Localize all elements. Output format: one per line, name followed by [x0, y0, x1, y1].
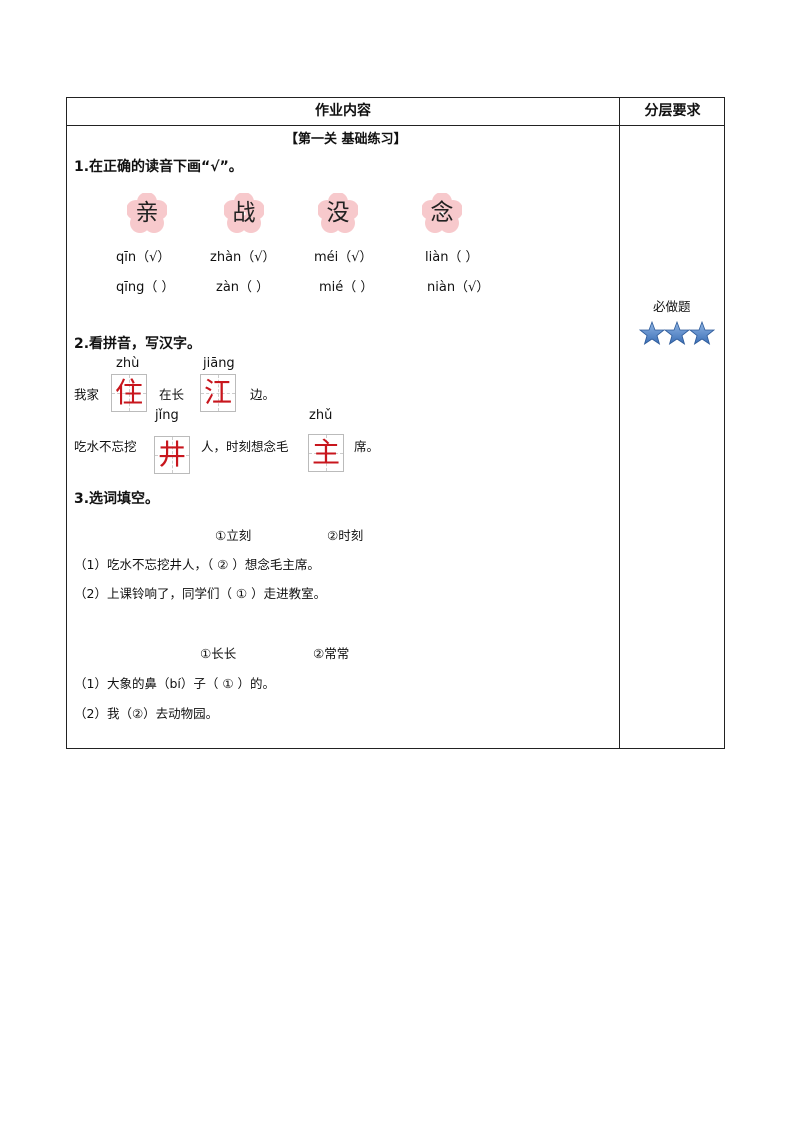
- q1-option: niàn（√）: [427, 280, 490, 295]
- q1-char: 亲: [135, 200, 159, 226]
- flower-char-1: 亲: [127, 193, 167, 233]
- q1-option: qīn（√）: [116, 250, 171, 265]
- q3-sentence: （1）吃水不忘挖井人，（ ② ）想念毛主席。: [74, 557, 320, 572]
- section-title: 【第一关 基础练习】: [285, 132, 407, 147]
- flower-icon: [422, 193, 462, 233]
- star-rating-icon: [639, 321, 715, 345]
- header-level: 分层要求: [644, 103, 701, 119]
- homework-table: 作业内容 分层要求 【第一关 基础练习】 1.在正确的读音下画“√”。 亲 战 …: [66, 97, 725, 749]
- answer-char: 住: [114, 376, 143, 409]
- q1-option: liàn（ ）: [425, 250, 479, 265]
- flower-char-4: 念: [422, 193, 462, 233]
- q2-text: 吃水不忘挖: [74, 439, 137, 454]
- q3-sentence: （1）大象的鼻（bí）子（ ① ）的。: [74, 676, 276, 691]
- q2-text: 席。: [354, 439, 380, 454]
- flower-char-3: 没: [318, 193, 358, 233]
- word-option: ①长长: [200, 646, 237, 661]
- writing-box: 江: [200, 374, 236, 412]
- q1-option: zàn（ ）: [216, 280, 270, 295]
- rating-stars: [639, 320, 715, 350]
- column-divider: [619, 98, 620, 748]
- pinyin-hint: zhù: [116, 356, 140, 371]
- q2-text: 我家: [74, 387, 100, 402]
- level-label: 必做题: [653, 299, 691, 314]
- q3-title: 3.选词填空。: [74, 491, 160, 507]
- flower-icon: [224, 193, 264, 233]
- flower-icon: [318, 193, 358, 233]
- q2-text: 在长: [159, 387, 185, 402]
- pinyin-hint: jiāng: [203, 356, 235, 371]
- pinyin-hint: jǐng: [155, 408, 179, 423]
- word-option: ②常常: [313, 646, 350, 661]
- writing-box: 住: [111, 374, 147, 412]
- q1-option: mié（ ）: [319, 280, 374, 295]
- writing-box: 主: [308, 434, 344, 472]
- q3-sentence: （2）我（②）去动物园。: [74, 706, 219, 721]
- word-option: ②时刻: [327, 528, 364, 543]
- answer-char: 江: [203, 376, 232, 409]
- q1-char: 战: [232, 200, 256, 226]
- q2-title: 2.看拼音，写汉字。: [74, 336, 202, 352]
- table-header: 作业内容 分层要求: [67, 98, 724, 126]
- q1-option: qīng（ ）: [116, 280, 175, 295]
- answer-char: 井: [157, 438, 186, 471]
- q2-text: 人，时刻想念毛: [201, 439, 289, 454]
- q1-title: 1.在正确的读音下画“√”。: [74, 159, 243, 175]
- q1-option: méi（√）: [314, 250, 373, 265]
- writing-box: 井: [154, 436, 190, 474]
- q1-option: zhàn（√）: [210, 250, 276, 265]
- word-option: ①立刻: [215, 528, 252, 543]
- q3-sentence: （2）上课铃响了，同学们（ ① ）走进教室。: [74, 586, 327, 601]
- flower-icon: [127, 193, 167, 233]
- pinyin-hint: zhǔ: [309, 408, 333, 423]
- q2-text: 边。: [250, 387, 276, 402]
- q1-char: 念: [430, 200, 454, 226]
- header-content: 作业内容: [315, 103, 371, 119]
- flower-char-2: 战: [224, 193, 264, 233]
- q1-char: 没: [326, 200, 350, 226]
- answer-char: 主: [311, 436, 340, 469]
